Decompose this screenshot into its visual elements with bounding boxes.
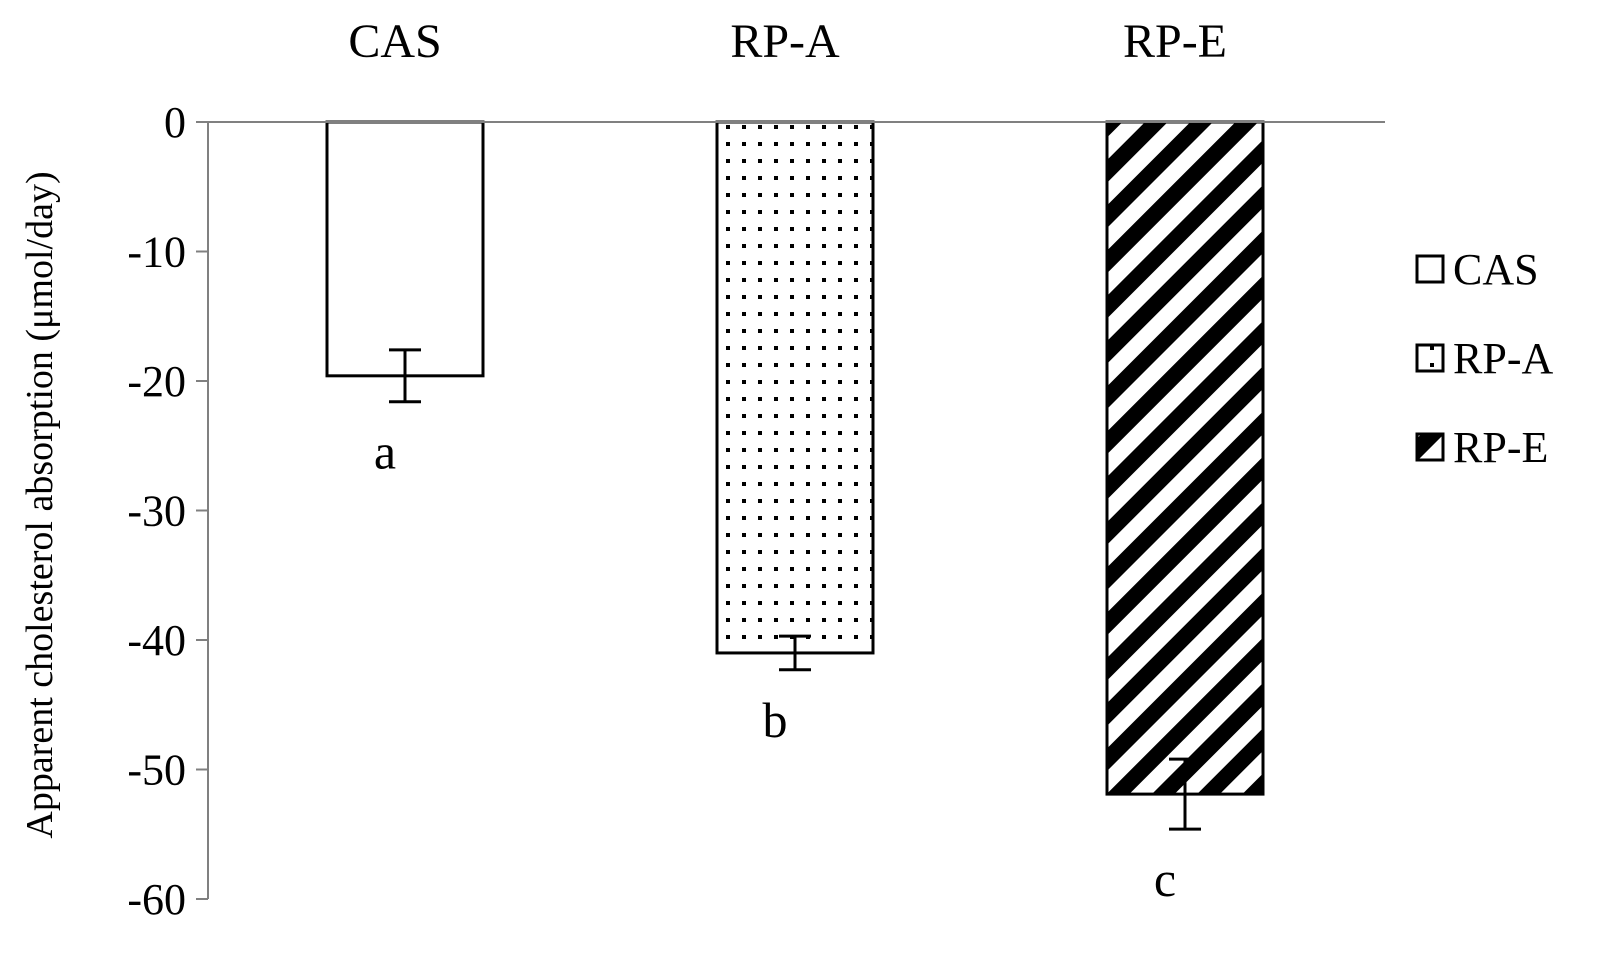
bar-cas [325, 120, 485, 378]
significance-label: c [1154, 851, 1176, 907]
legend-item-rp-a: RP-A [1415, 334, 1553, 383]
y-tick-label: -30 [127, 487, 186, 536]
legend-item-rp-e: RP-E [1415, 423, 1548, 472]
category-label: RP-E [1123, 15, 1227, 68]
y-tick-label: 0 [164, 98, 186, 147]
bar-rp-e [1105, 120, 1265, 796]
legend-swatch [1415, 254, 1445, 284]
y-axis-label: Apparent cholesterol absorption (μmol/da… [19, 171, 61, 838]
y-tick-label: -40 [127, 616, 186, 665]
error-bar [1169, 757, 1201, 831]
significance-label: b [763, 692, 788, 748]
significance-label: a [374, 424, 396, 480]
error-bar [779, 634, 811, 672]
legend-swatch [1415, 343, 1445, 373]
y-tick-label: -20 [127, 357, 186, 406]
error-bar [389, 348, 421, 404]
legend-swatch [1415, 432, 1445, 462]
category-label: CAS [348, 15, 441, 68]
legend-label: RP-A [1453, 334, 1553, 383]
y-tick-label: -50 [127, 746, 186, 795]
legend: CAS RP-A RP-E [1415, 245, 1553, 472]
significance-labels: a b c [374, 424, 1176, 907]
legend-label: RP-E [1453, 423, 1548, 472]
bars [325, 120, 1265, 796]
category-label: RP-A [730, 15, 840, 68]
category-labels: CAS RP-A RP-E [348, 15, 1227, 68]
error-bars [389, 348, 1201, 831]
legend-label: CAS [1453, 245, 1539, 294]
legend-item-cas: CAS [1415, 245, 1539, 294]
y-axis-ticks: 0 -10 -20 -30 -40 -50 -60 [127, 98, 208, 924]
y-tick-label: -10 [127, 228, 186, 277]
axes [207, 121, 1385, 899]
bar-rp-a [715, 120, 875, 655]
y-tick-label: -60 [127, 875, 186, 924]
